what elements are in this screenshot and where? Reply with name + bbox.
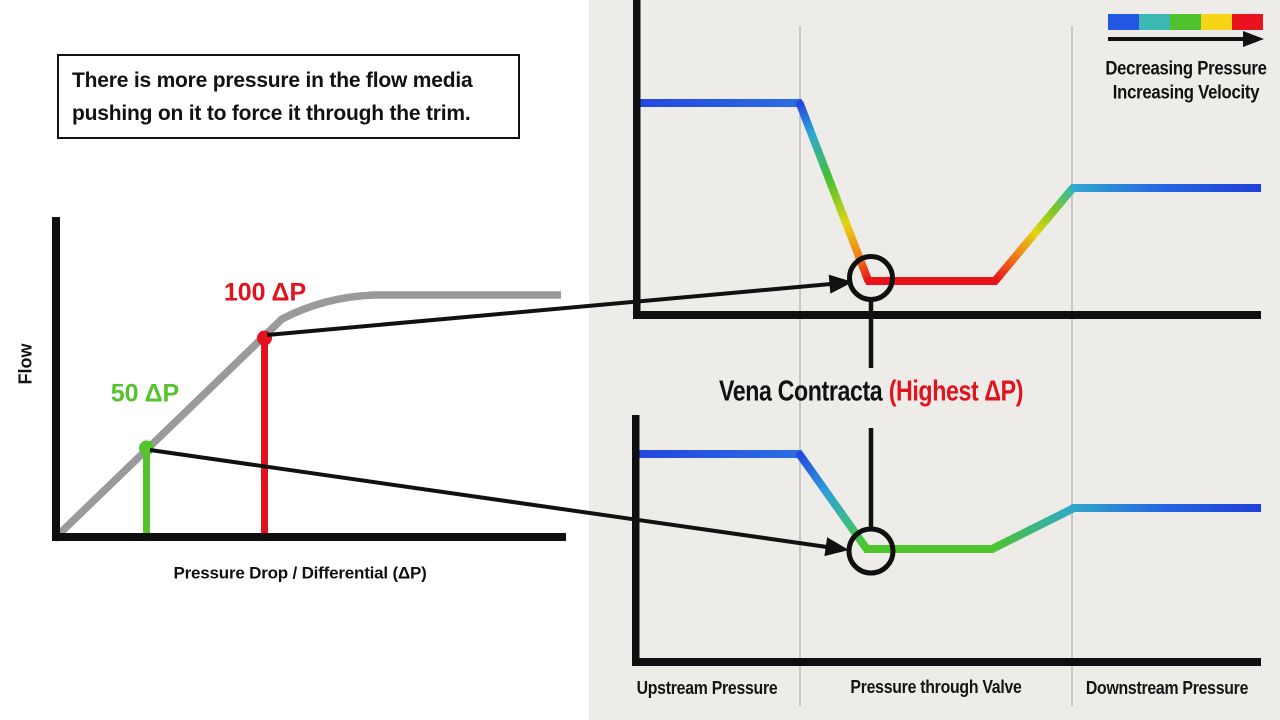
red-stem-100dp	[261, 340, 268, 534]
vena-contracta-label: Vena Contracta(Highest ΔP)	[719, 376, 1023, 409]
bottom-chart-y-axis	[632, 415, 640, 666]
zone-label-valve: Pressure through Valve	[850, 677, 1022, 698]
bottom-recovery-segment	[988, 505, 1076, 553]
zone-label-downstream: Downstream Pressure	[1085, 678, 1249, 699]
top-recovery-segment	[991, 185, 1076, 285]
top-vena-circle	[847, 254, 895, 302]
arrow-red-to-top-chart-head	[828, 274, 853, 294]
note-line-2: pushing on it to force it through the tr…	[72, 101, 471, 125]
vena-contracta-text: Vena Contracta	[718, 375, 883, 408]
legend-swatch-blue	[1108, 14, 1139, 30]
top-chart-x-axis	[633, 311, 1261, 319]
green-point-50dp	[139, 440, 154, 456]
pressure-velocity-legend	[1108, 14, 1264, 47]
arrow-green-to-bottom-chart-head	[824, 537, 849, 557]
flow-chart-x-axis	[52, 533, 566, 541]
legend-arrow-head	[1243, 31, 1264, 47]
flow-chart-y-axis	[52, 217, 60, 541]
note-line-1: There is more pressure in the flow media	[72, 68, 473, 92]
legend-swatch-red	[1232, 14, 1263, 30]
top-pressure-profile	[633, 0, 1261, 319]
legend-line-2: Increasing Velocity	[1112, 82, 1260, 104]
bottom-chart-x-axis	[632, 658, 1261, 666]
flow-vs-dp-chart	[51, 217, 566, 542]
flow-x-axis-label: Pressure Drop / Differential (ΔP)	[173, 563, 427, 583]
zone-label-upstream: Upstream Pressure	[636, 678, 778, 699]
legend-swatch-yellow	[1201, 14, 1232, 30]
top-descent-segment	[796, 100, 872, 284]
legend-swatch-green	[1170, 14, 1201, 30]
pointer-arrows	[149, 274, 853, 557]
arrow-red-to-top-chart-line	[266, 282, 832, 337]
arrow-green-to-bottom-chart-line	[149, 448, 828, 549]
legend-line-1: Decreasing Pressure	[1105, 58, 1267, 80]
flow-y-axis-label: Flow	[15, 343, 36, 385]
note-box: There is more pressure in the flow media…	[57, 54, 520, 139]
bottom-vena-circle	[846, 526, 896, 576]
legend-swatch-teal	[1139, 14, 1170, 30]
label-100dp: 100 ΔP	[223, 278, 307, 307]
label-50dp: 50 ΔP	[110, 379, 180, 408]
right-panel-background	[589, 0, 1280, 720]
flow-curve	[51, 291, 561, 542]
top-chart-y-axis	[633, 0, 641, 319]
highest-dp-text: (Highest ΔP)	[888, 375, 1024, 408]
green-stem-50dp	[143, 450, 150, 534]
